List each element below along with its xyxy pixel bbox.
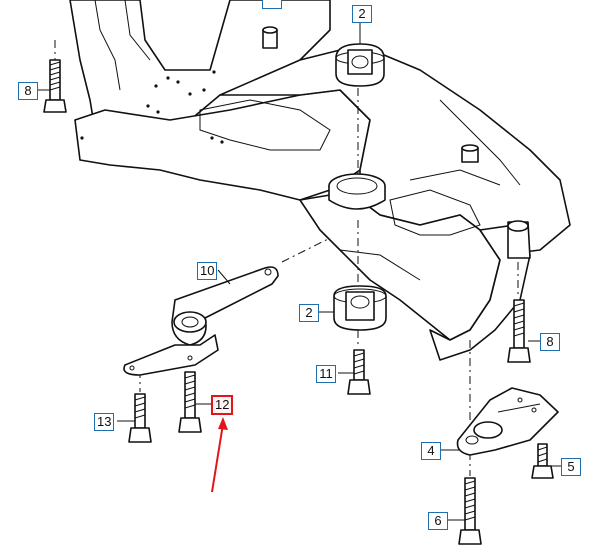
callout-top-cut <box>262 0 282 9</box>
mount-bracket <box>456 387 559 456</box>
highlight-arrow <box>211 417 228 493</box>
bolt-8-left <box>43 59 67 113</box>
bolt-5 <box>531 443 554 479</box>
callout-10[interactable]: 10 <box>197 262 218 280</box>
callout-5[interactable]: 5 <box>561 458 581 476</box>
callout-11[interactable]: 11 <box>316 365 336 383</box>
subframe <box>69 0 571 361</box>
bushing-upper <box>335 43 385 87</box>
bolt-8-right <box>507 299 531 363</box>
bolts <box>43 59 554 545</box>
callout-13[interactable]: 13 <box>94 413 115 431</box>
callout-8-right[interactable]: 8 <box>540 333 560 351</box>
callout-6[interactable]: 6 <box>428 512 448 530</box>
bolt-13 <box>128 393 152 443</box>
callout-2-upper[interactable]: 2 <box>352 5 372 23</box>
callout-2-middle[interactable]: 2 <box>299 304 319 322</box>
callout-4[interactable]: 4 <box>421 442 441 460</box>
bolt-12 <box>178 371 202 433</box>
bolt-6 <box>458 477 482 545</box>
torque-rod <box>123 266 279 376</box>
callout-12-highlighted[interactable]: 12 <box>211 395 234 415</box>
bushing-lower <box>333 285 387 331</box>
callout-8-left[interactable]: 8 <box>18 82 38 100</box>
bolt-11 <box>347 349 371 395</box>
